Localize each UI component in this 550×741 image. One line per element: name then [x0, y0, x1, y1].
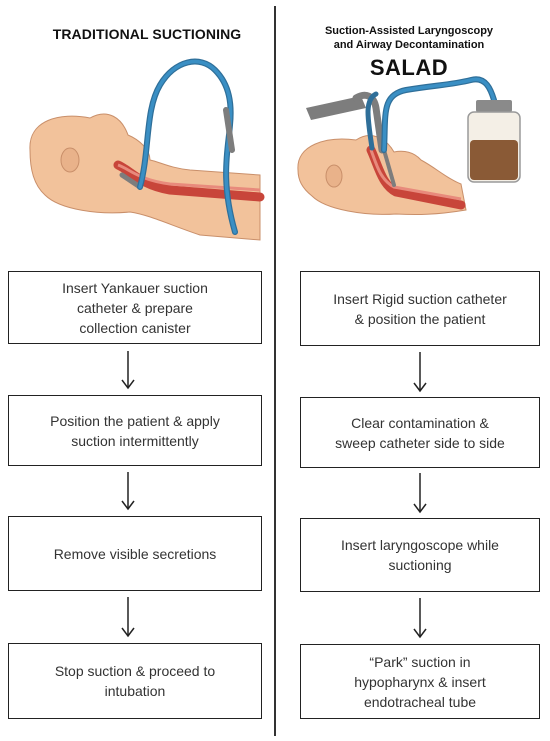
right-arrow-2: [413, 473, 427, 514]
right-arrow-1: [413, 352, 427, 393]
left-arrow-3: [121, 597, 135, 638]
right-step-3: Insert laryngoscope while suctioning: [300, 518, 540, 592]
right-subtitle: Suction-Assisted Laryngoscopy and Airway…: [324, 25, 494, 51]
left-step-1: Insert Yankauer suction catheter & prepa…: [8, 271, 262, 344]
left-arrow-2: [121, 472, 135, 511]
right-arrow-3: [413, 598, 427, 639]
left-arrow-1: [121, 351, 135, 390]
right-step-1: Insert Rigid suction catheter & position…: [300, 271, 540, 346]
right-title: SALAD: [369, 55, 449, 80]
salad-illustration: [297, 76, 521, 216]
right-step-2: Clear contamination & sweep catheter sid…: [300, 397, 540, 468]
traditional-suction-illustration: [29, 58, 265, 241]
center-divider: [274, 6, 276, 736]
left-step-3: Remove visible secretions: [8, 516, 262, 591]
right-step-4: “Park” suction in hypopharynx & insert e…: [300, 644, 540, 719]
left-step-4: Stop suction & proceed to intubation: [8, 643, 262, 719]
left-step-2: Position the patient & apply suction int…: [8, 395, 262, 466]
left-title: TRADITIONAL SUCTIONING: [52, 26, 242, 42]
